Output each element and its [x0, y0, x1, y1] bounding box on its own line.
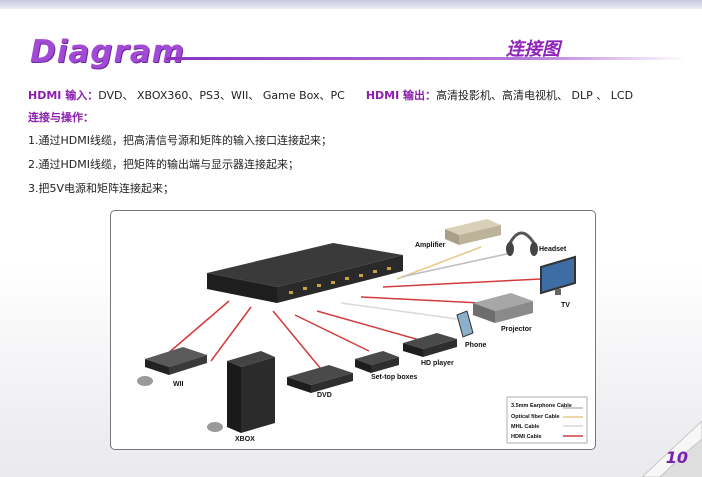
label-dvd: DVD: [317, 392, 332, 399]
mhl-cable-phone: [340, 302, 458, 320]
input-label: HDMI 输入：: [28, 89, 99, 102]
earphone-cable-headset: [400, 252, 512, 278]
legend-label-earphone: 3.5mm Earphone Cable: [511, 403, 572, 409]
legend-label-hdmi: HDMI Cable: [511, 434, 542, 440]
hdmi-cable-tv: [382, 278, 542, 288]
label-tv: TV: [561, 302, 570, 309]
steps-heading: 连接与操作：: [28, 111, 94, 124]
cable-legend: 3.5mm Earphone Cable Optical fiber Cable…: [506, 396, 588, 444]
amplifier-device: Amplifier: [415, 219, 501, 249]
dvd-device: DVD: [287, 365, 353, 399]
label-xbox: XBOX: [235, 436, 255, 443]
tv-device: TV: [540, 255, 576, 309]
diagram-svg: Amplifier Headset TV Projector Phone: [137, 219, 588, 444]
page-title: Diagram: [30, 34, 185, 70]
phone-device: Phone: [456, 310, 486, 349]
label-wii: WII: [173, 381, 184, 388]
hd-player-device: HD player: [403, 333, 457, 367]
step-2: 2.通过HDMI线缆，把矩阵的输出端与显示器连接起来；: [28, 158, 299, 171]
page-curl: [642, 421, 702, 477]
title-rule: [166, 57, 686, 60]
label-hd-player: HD player: [421, 360, 454, 367]
wii-device: WII: [137, 347, 207, 388]
output-label: HDMI 输出：: [365, 89, 437, 102]
step-1: 1.通过HDMI线缆，把高清信号源和矩阵的输入接口连接起来；: [28, 134, 332, 147]
page-number: 10: [665, 448, 688, 467]
settop-device: Set-top boxes: [355, 351, 417, 381]
top-bar: [0, 0, 702, 9]
step-3: 3.把5V电源和矩阵连接起来；: [28, 182, 175, 195]
output-value: 高清投影机、高清电视机、 DLP 、 LCD: [436, 89, 634, 102]
legend-label-optical: Optical fiber Cable: [511, 414, 560, 420]
chinese-title: 连接图: [506, 39, 560, 60]
label-headset: Headset: [539, 246, 567, 253]
input-value: DVD、 XBOX360、PS3、WII、 Game Box、PC: [98, 89, 345, 102]
label-settop: Set-top boxes: [371, 374, 417, 381]
label-projector: Projector: [501, 326, 532, 333]
headset-device: Headset: [506, 231, 567, 256]
hdmi-cable-hdplayer: [316, 310, 424, 342]
hdmi-cable-dvd: [272, 310, 322, 370]
hdmi-cable-xbox: [210, 306, 252, 362]
cables: [158, 246, 542, 370]
projector-device: Projector: [473, 293, 533, 333]
hdmi-cable-projector: [360, 296, 482, 304]
label-phone: Phone: [465, 342, 486, 349]
matrix-switch: [207, 243, 403, 303]
connection-diagram: Amplifier Headset TV Projector Phone: [110, 210, 596, 450]
hdmi-cable-settop: [294, 314, 370, 352]
label-amplifier: Amplifier: [415, 242, 446, 249]
legend-label-mhl: MHL Cable: [511, 424, 539, 430]
xbox-device: XBOX: [207, 351, 275, 443]
optical-cable-amplifier: [396, 246, 482, 280]
io-line: HDMI 输入：DVD、 XBOX360、PS3、WII、 Game Box、P…: [28, 87, 633, 103]
